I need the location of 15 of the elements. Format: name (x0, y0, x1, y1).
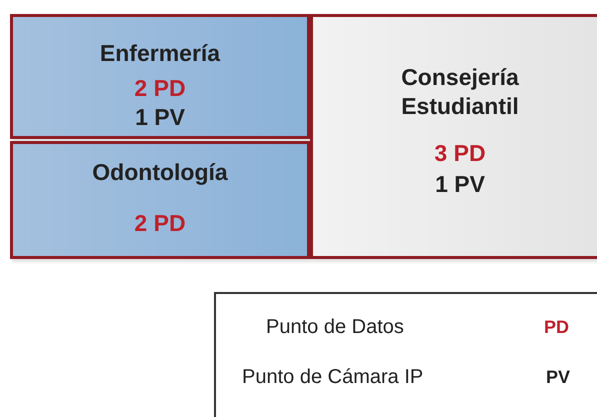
legend-description: Punto de Cámara IP (242, 366, 424, 389)
room-name: Consejería Estudiantil (400, 63, 520, 121)
room-name: Enfermería (100, 39, 220, 68)
point-count: 1 PV (435, 170, 485, 199)
room-box (10, 141, 310, 259)
room-box (10, 14, 310, 139)
point-count: 2 PD (134, 209, 186, 238)
legend-description: Punto de Datos (266, 316, 404, 339)
legend-code: PD (544, 317, 570, 338)
point-count: 3 PD (434, 139, 486, 168)
point-count: 2 PD (134, 74, 186, 103)
point-count: 1 PV (135, 103, 185, 132)
room-name: Odontología (92, 158, 228, 187)
room-box (310, 14, 597, 259)
legend-code: PV (546, 367, 570, 388)
